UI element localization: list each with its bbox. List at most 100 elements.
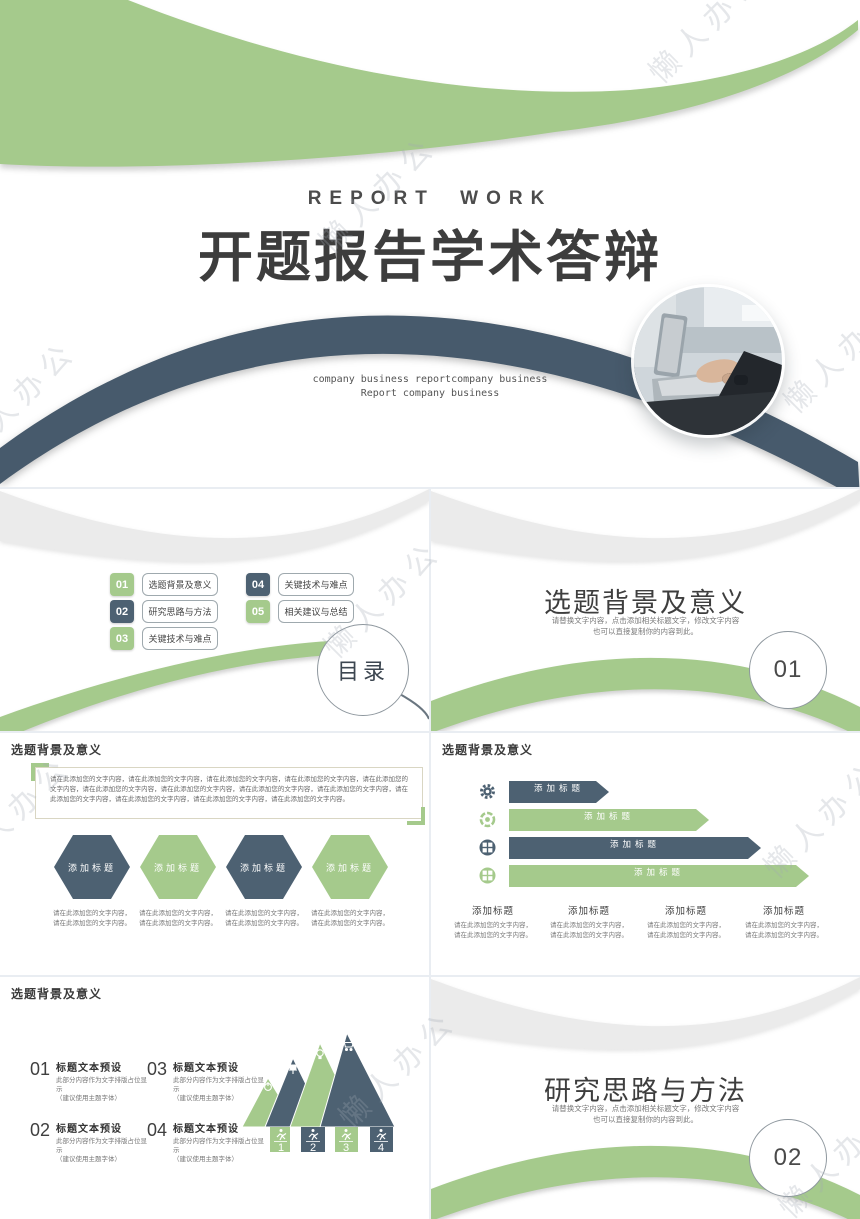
step-number: 04 xyxy=(147,1120,168,1140)
step-number: 02 xyxy=(30,1120,51,1140)
step-note: （建议使用主题字体） xyxy=(173,1156,238,1163)
gear-icon xyxy=(480,784,495,799)
desc-line: 请在此添加您的文字内容。 xyxy=(647,932,725,939)
power-icon xyxy=(264,1082,272,1091)
step-title: 标题文本预设 xyxy=(173,1063,239,1074)
cover-kicker: REPORT WORK xyxy=(307,188,553,209)
frame-corner-topleft xyxy=(31,763,49,781)
hexagon-desc-3: 请在此添加您的文字内容， 请在此添加您的文字内容。 xyxy=(219,909,309,929)
desc-line: 请在此添加您的文字内容。 xyxy=(225,920,303,927)
cover-title: 开题报告学术答辩 xyxy=(197,226,662,288)
stem-label: 1 xyxy=(278,1142,284,1154)
step-desc: 此部分内容作为文字排版占位显示 xyxy=(173,1138,264,1154)
toc-item-number: 05 xyxy=(246,600,270,623)
toc-item-4: 04 关键技术与难点 xyxy=(246,573,354,596)
toc-circle: 目录 xyxy=(317,624,409,716)
step-note: （建议使用主题字体） xyxy=(173,1095,238,1102)
bulb-icon xyxy=(316,1049,324,1060)
bars-slide: 选题背景及意义 添加标题 添加标题 添加标题 xyxy=(431,733,860,975)
grid-icon xyxy=(479,867,496,884)
section-title: 选题背景及意义 xyxy=(544,588,747,618)
stem-label: 2 xyxy=(310,1142,316,1154)
bar-label: 添加标题 xyxy=(610,839,661,849)
hexagon-2: 添加标题 xyxy=(140,835,216,899)
hexagon-desc-1: 请在此添加您的文字内容， 请在此添加您的文字内容。 xyxy=(47,909,137,929)
column-desc: 请在此添加您的文字内容， 请在此添加您的文字内容。 xyxy=(734,921,834,941)
section-02-slide: 研究思路与方法 请替换文字内容，点击添加相关标题文字，修改文字内容 也可以直接复… xyxy=(431,977,860,1219)
arrow-bar xyxy=(509,781,609,803)
cover-subtitle-line1: company business reportcompany business xyxy=(312,374,548,385)
laptop-photo xyxy=(631,284,785,438)
bar-row-3: 添加标题 xyxy=(479,837,761,859)
toc-item-number: 01 xyxy=(110,573,134,596)
step-note: （建议使用主题字体） xyxy=(56,1095,121,1102)
toc-item-5: 05 相关建议与总结 xyxy=(246,600,354,623)
hexagon-4: 添加标题 xyxy=(312,835,388,899)
hexagon-slide: 选题背景及意义 请在此添加您的文字内容，请在此添加您的文字内容，请在此添加您的文… xyxy=(0,733,429,975)
column-title: 添加标题 xyxy=(567,906,610,917)
desc-line: 请在此添加您的文字内容， xyxy=(53,910,131,917)
toc-arcs xyxy=(0,489,429,731)
toc-item-label: 研究思路与方法 xyxy=(142,600,218,623)
cart-icon xyxy=(342,1040,355,1052)
step-desc: 此部分内容作为文字排版占位显示 xyxy=(56,1138,147,1154)
gray-swoosh-shape xyxy=(0,489,429,562)
step-title: 标题文本预设 xyxy=(56,1063,122,1074)
dark-swoosh-shape xyxy=(0,315,860,487)
bar-column-4: 添加标题 请在此添加您的文字内容， 请在此添加您的文字内容。 xyxy=(734,903,834,941)
cover-subtitle-line2: Report company business xyxy=(360,388,500,399)
cover-slide: REPORT WORK 开题报告学术答辩 company business re… xyxy=(0,0,860,487)
toc-item-label: 选题背景及意义 xyxy=(142,573,218,596)
thin-arc-line xyxy=(397,692,429,720)
desc-line: 请在此添加您的文字内容。 xyxy=(454,932,532,939)
desc-line: 请在此添加您的文字内容， xyxy=(454,922,532,929)
green-arc-shape xyxy=(0,641,332,731)
hexagon-desc-4: 请在此添加您的文字内容， 请在此添加您的文字内容。 xyxy=(305,909,395,929)
step-item-2: 02 标题文本预设 此部分内容作为文字排版占位显示 （建议使用主题字体） xyxy=(30,1120,147,1164)
hexagon-row: 添加标题 添加标题 添加标题 添加标题 请在此添加您的文字内容， 请在此添加您的… xyxy=(0,835,429,975)
pin-icon xyxy=(289,1064,297,1074)
desc-line: 请在此添加您的文字内容， xyxy=(647,922,725,929)
runner-icon xyxy=(276,1129,287,1141)
laptop-photo-art xyxy=(634,287,782,435)
arrow-bar xyxy=(509,809,709,831)
hexagon-desc-2: 请在此添加您的文字内容， 请在此添加您的文字内容。 xyxy=(133,909,223,929)
section-number-circle: 02 xyxy=(749,1119,827,1197)
toc-item-label: 关键技术与难点 xyxy=(278,573,354,596)
desc-line: 请在此添加您的文字内容。 xyxy=(311,920,389,927)
step-note: （建议使用主题字体） xyxy=(56,1156,121,1163)
stem-4 xyxy=(370,1127,393,1152)
section-desc-line2: 也可以直接复制你的内容到此。 xyxy=(593,1115,698,1124)
grid-icon xyxy=(479,839,496,856)
slide-header: 选题背景及意义 xyxy=(11,743,103,757)
toc-item-2: 02 研究思路与方法 xyxy=(110,600,218,623)
desc-line: 请在此添加您的文字内容， xyxy=(745,922,823,929)
column-title: 添加标题 xyxy=(762,906,805,917)
bar-row-4: 添加标题 xyxy=(479,865,809,887)
step-desc: 此部分内容作为文字排版占位显示 xyxy=(173,1077,264,1093)
toc-item-number: 04 xyxy=(246,573,270,596)
column-desc: 请在此添加您的文字内容， 请在此添加您的文字内容。 xyxy=(539,921,639,941)
gray-swoosh-shape xyxy=(431,977,860,1050)
runner-icon xyxy=(308,1129,319,1141)
column-title: 添加标题 xyxy=(471,906,514,917)
section-desc: 请替换文字内容，点击添加相关标题文字，修改文字内容 也可以直接复制你的内容到此。 xyxy=(431,615,860,637)
step-number: 03 xyxy=(147,1059,168,1079)
mountain-chart: 1 2 3 4 xyxy=(241,1031,396,1154)
runner-icon xyxy=(376,1129,387,1141)
steps-slide: 选题背景及意义 01 标题文本预设 此部分内容作为文字排版占位显示 （建议使用主… xyxy=(0,977,429,1219)
toc-column-2: 04 关键技术与难点 05 相关建议与总结 xyxy=(246,573,354,650)
desc-line: 请在此添加您的文字内容。 xyxy=(139,920,217,927)
desc-line: 请在此添加您的文字内容， xyxy=(311,910,389,917)
section-title: 研究思路与方法 xyxy=(544,1076,747,1106)
hexagon-3: 添加标题 xyxy=(226,835,302,899)
section-desc: 请替换文字内容，点击添加相关标题文字，修改文字内容 也可以直接复制你的内容到此。 xyxy=(431,1103,860,1125)
bar-columns: 添加标题 请在此添加您的文字内容， 请在此添加您的文字内容。 添加标题 请在此添… xyxy=(431,903,860,963)
section-desc-line1: 请替换文字内容，点击添加相关标题文字，修改文字内容 xyxy=(551,616,740,625)
toc-item-label: 相关建议与总结 xyxy=(278,600,354,623)
bar-label: 添加标题 xyxy=(584,811,635,821)
text-frame: 请在此添加您的文字内容，请在此添加您的文字内容，请在此添加您的文字内容，请在此添… xyxy=(35,767,423,819)
section-desc-line2: 也可以直接复制你的内容到此。 xyxy=(593,627,698,636)
runner-icon xyxy=(341,1129,352,1141)
column-desc: 请在此添加您的文字内容， 请在此添加您的文字内容。 xyxy=(443,921,543,941)
